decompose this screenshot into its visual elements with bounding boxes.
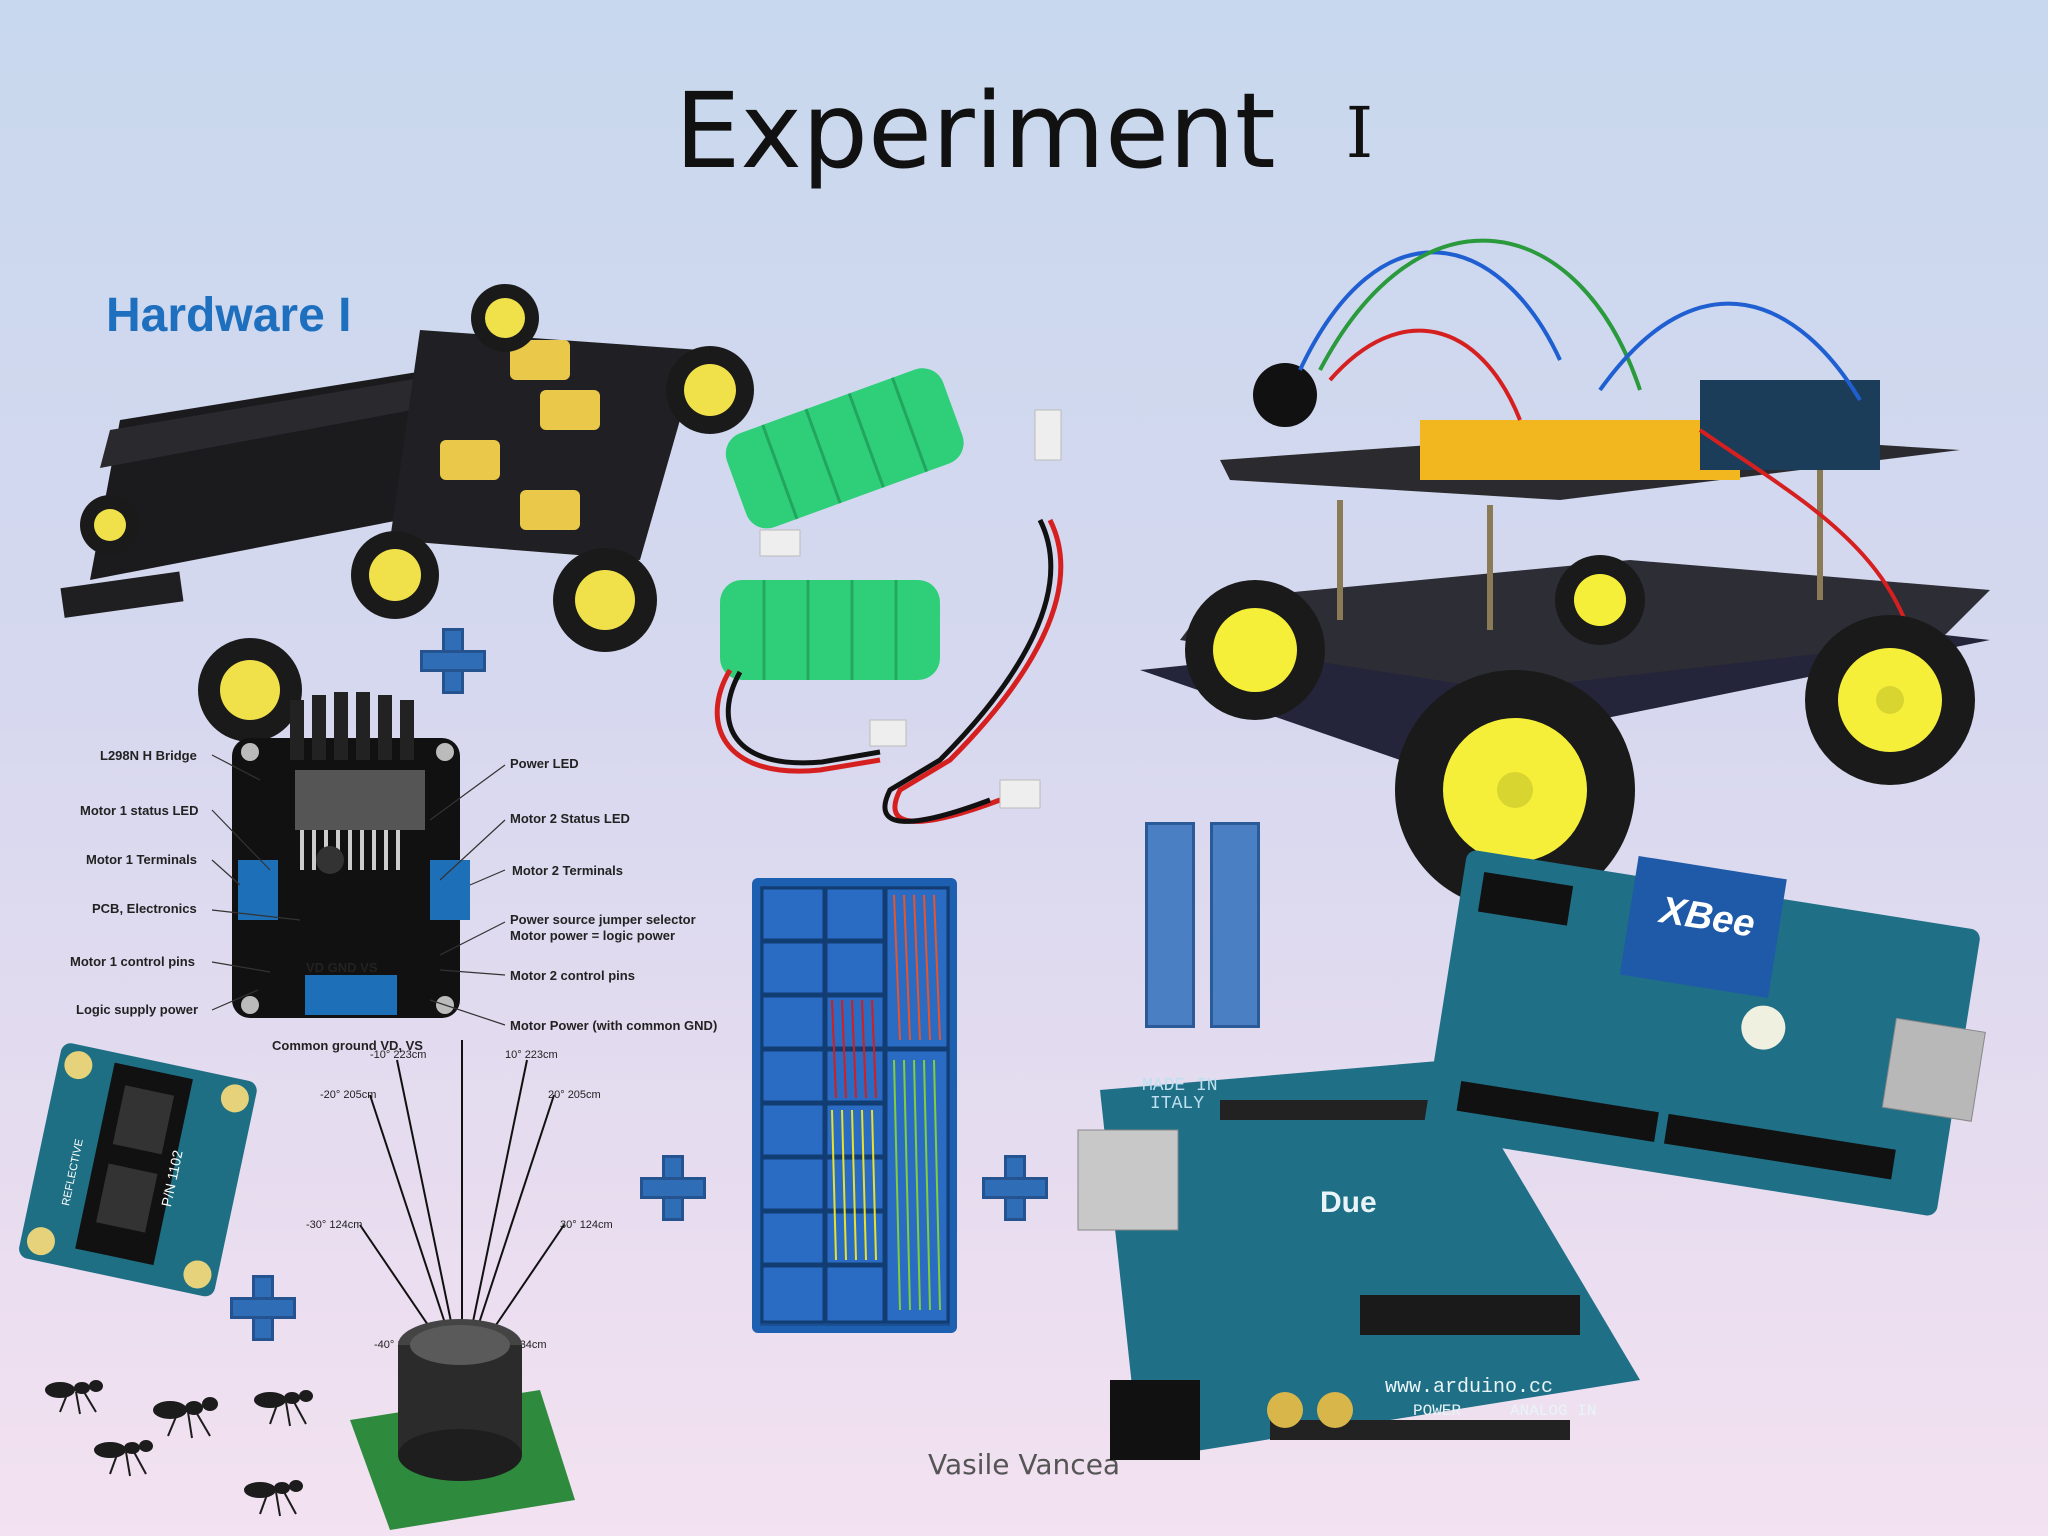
beam-label-minus20: -20° 205cm [320, 1089, 376, 1101]
title-roman-numeral: I [1345, 92, 1374, 174]
label-motor-equals-logic: Motor power = logic power [510, 928, 675, 943]
beam-label-minus10: -10° 223cm [370, 1049, 426, 1061]
label-motor1-control-pins: Motor 1 control pins [70, 954, 195, 969]
author-credit: Vasile Vancea [928, 1448, 1121, 1481]
equals-bar-left [1145, 822, 1195, 1028]
ants-image [45, 1380, 313, 1517]
label-motor1-terminals: Motor 1 Terminals [86, 852, 197, 867]
l298n-callout-lines [211, 754, 506, 1026]
xbee-shield-image: XBee [1423, 850, 1986, 1216]
label-motor2-terminals: Motor 2 Terminals [512, 863, 623, 878]
beam-label-plus30: 30° 124cm [560, 1219, 613, 1231]
arduino-url: www.arduino.cc [1385, 1376, 1553, 1399]
label-logic-supply-power: Logic supply power [76, 1002, 198, 1017]
label-pcb-electronics: PCB, Electronics [92, 901, 197, 916]
jumper-wire-kit-image [752, 878, 957, 1333]
title-text: Experiment [674, 70, 1276, 192]
assembled-robot-image [1140, 238, 1990, 910]
label-motor2-control-pins: Motor 2 control pins [510, 968, 635, 983]
plus-sign [230, 1275, 296, 1341]
slide-title: Experiment I [0, 70, 2048, 192]
label-motor2-status-led: Motor 2 Status LED [510, 811, 630, 826]
beam-label-plus10: 10° 223cm [505, 1049, 558, 1061]
arduino-italy: ITALY [1150, 1094, 1204, 1114]
l298n-pin-labels: VD GND VS [306, 960, 378, 975]
plus-sign [982, 1155, 1048, 1221]
section-subtitle: Hardware I [106, 289, 352, 342]
beam-label-plus20: 20° 205cm [548, 1089, 601, 1101]
label-motor-power: Motor Power (with common GND) [510, 1018, 717, 1033]
label-jumper-selector: Power source jumper selector [510, 912, 696, 927]
reflective-sensor-image: P/N 1102 REFLECTIVE [19, 1043, 257, 1297]
label-common-ground: Common ground VD, VS [272, 1038, 423, 1053]
arduino-power-label: POWER [1413, 1402, 1461, 1420]
arduino-due-label: Due [1320, 1186, 1377, 1219]
label-power-led: Power LED [510, 756, 579, 771]
arduino-made-in: MADE IN [1142, 1076, 1218, 1096]
equals-bar-right [1210, 822, 1260, 1028]
arduino-analog-label: ANALOG IN [1510, 1402, 1596, 1420]
ultrasonic-sensor-image [350, 1319, 575, 1530]
battery-packs-image [714, 368, 1064, 824]
plus-sign [640, 1155, 706, 1221]
arduino-board-image: MADE IN ITALY Due www.arduino.cc ANALOG … [1077, 1060, 1640, 1460]
beam-label-minus30: -30° 124cm [306, 1219, 362, 1231]
plus-sign [420, 628, 486, 694]
l298n-module-image: VD GND VS [232, 692, 470, 1018]
label-motor1-status-led: Motor 1 status LED [80, 803, 198, 818]
robot-chassis-image [60, 284, 754, 742]
label-l298n-h-bridge: L298N H Bridge [100, 748, 197, 763]
